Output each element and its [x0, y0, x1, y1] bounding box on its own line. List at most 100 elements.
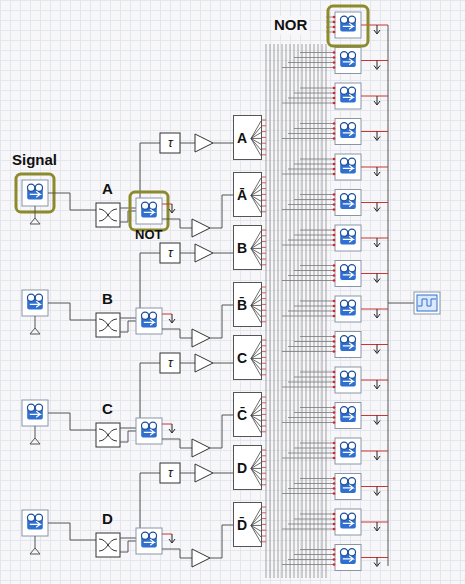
input-port	[333, 548, 336, 551]
input-wire	[282, 280, 335, 281]
output-wire	[361, 273, 388, 274]
coupler-curves	[99, 209, 117, 221]
output-wire	[361, 25, 388, 26]
nor-gate-arrow	[343, 520, 353, 526]
fork-output	[262, 467, 266, 468]
nor-gate-frame	[335, 438, 361, 464]
fork-output	[262, 357, 266, 358]
bus-line	[266, 44, 267, 578]
nor-gate-coil	[340, 442, 347, 449]
fork-line	[251, 306, 261, 323]
input-port	[333, 421, 336, 424]
fork-line	[251, 196, 261, 208]
fork-line	[251, 469, 261, 481]
bus-line	[270, 44, 271, 578]
not-gate-arrow	[144, 539, 154, 545]
ground-wire	[35, 316, 36, 328]
delay-symbol-label: τ	[168, 356, 173, 370]
fork-line	[251, 121, 261, 139]
fork-output	[262, 247, 266, 248]
input-port	[333, 137, 336, 140]
output-arrow-head	[374, 456, 380, 460]
fork-line	[251, 196, 261, 213]
fork-output	[262, 292, 266, 293]
fork-line	[251, 184, 261, 196]
fork-box: C	[233, 335, 262, 380]
input-wire	[300, 514, 335, 515]
input-letter: B	[102, 291, 113, 308]
ground-symbol	[30, 218, 40, 224]
output-arrow-head	[374, 563, 380, 567]
output-arrow-head	[374, 101, 380, 105]
ground-symbol	[30, 328, 40, 334]
input-port	[333, 31, 336, 34]
input-wire	[294, 235, 335, 236]
output-wire	[361, 415, 388, 416]
nor-gate-coil	[348, 194, 355, 201]
fork-output	[262, 182, 266, 183]
nor-gate-coil	[340, 158, 347, 165]
fork-output	[262, 230, 266, 231]
delay-symbol	[160, 463, 180, 483]
fork-box: D̄	[233, 502, 262, 547]
input-wire	[288, 488, 335, 489]
input-port	[333, 244, 336, 247]
fork-letter: C	[237, 351, 247, 366]
not-gate-coil	[141, 532, 148, 539]
output-arrow	[172, 424, 173, 432]
input-port	[333, 442, 336, 445]
nor-gate-arrow	[343, 94, 353, 100]
nor-gate-coil	[348, 300, 355, 307]
amplifier-symbol	[195, 354, 213, 372]
fork-line	[251, 398, 261, 416]
not-gate-coil	[149, 422, 156, 429]
fork-output	[262, 264, 266, 265]
input-port	[333, 279, 336, 282]
nor-gate-frame	[335, 367, 361, 393]
output-wire	[162, 314, 172, 315]
nor-gate-frame	[335, 545, 361, 571]
output-arrow	[377, 61, 378, 69]
nor-gate-frame	[335, 12, 361, 38]
output-arrow	[377, 451, 378, 459]
fork-line	[251, 457, 261, 469]
coupler-symbol	[96, 533, 120, 557]
input-port	[333, 335, 336, 338]
input-wire	[288, 453, 335, 454]
fork-output	[262, 363, 266, 364]
not-gate-frame	[136, 418, 162, 444]
input-wire	[288, 204, 335, 205]
input-port	[333, 487, 336, 490]
input-wire	[300, 336, 335, 337]
input-port	[333, 477, 336, 480]
fork-line	[251, 248, 261, 249]
input-port	[333, 61, 336, 64]
output-arrow-head	[169, 539, 175, 543]
input-wire	[282, 316, 335, 317]
nor-gate-frame	[335, 48, 361, 74]
input-wire	[300, 372, 335, 373]
output-arrow	[377, 274, 378, 282]
nor-gate-arrow	[343, 236, 353, 242]
fork-output	[262, 206, 266, 207]
wire	[120, 211, 136, 222]
output-arrow-head	[169, 319, 175, 323]
nor-gate-coil	[348, 371, 355, 378]
output-wire	[361, 486, 388, 487]
fork-output	[262, 524, 266, 525]
nor-gate-coil	[348, 123, 355, 130]
nor-gate-arrow	[343, 556, 353, 562]
nor-gate-coil	[348, 513, 355, 520]
fork-line	[251, 415, 261, 416]
input-port	[333, 163, 336, 166]
fork-output	[262, 450, 266, 451]
input-port	[333, 350, 336, 353]
input-wire	[282, 67, 335, 68]
input-port	[333, 523, 336, 526]
input-wire	[282, 209, 335, 210]
nor-gate-arrow	[343, 23, 353, 29]
output-arrow-head	[374, 30, 380, 34]
fork-output	[262, 518, 266, 519]
output-arrow-head	[374, 421, 380, 425]
input-wire	[294, 554, 335, 555]
